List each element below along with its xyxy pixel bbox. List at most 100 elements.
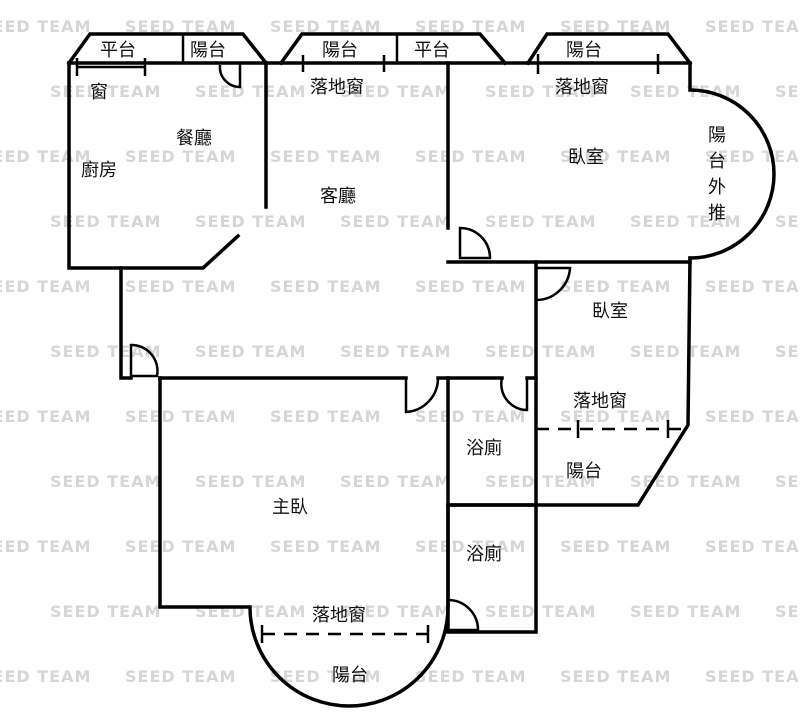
watermark-text: SEED TEAM bbox=[485, 472, 596, 491]
label-balcony-top-right: 陽台 bbox=[566, 40, 602, 61]
label-balcony-master: 陽台 bbox=[332, 665, 368, 686]
watermark-text: SEED TEAM bbox=[340, 212, 451, 231]
label-bay-balcony: 陽台外推 bbox=[708, 125, 726, 224]
label-kitchen: 廚房 bbox=[81, 159, 117, 181]
label-bathroom1: 浴廁 bbox=[466, 437, 502, 459]
bedroom2-walls bbox=[446, 256, 692, 507]
label-master-bedroom: 主臥 bbox=[272, 497, 308, 518]
watermark-text: SEED TEAM bbox=[0, 407, 91, 426]
label-bathroom2: 浴廁 bbox=[466, 543, 502, 565]
living-bedroom1-wall bbox=[446, 61, 692, 264]
bathroom-walls bbox=[446, 503, 538, 634]
door-bedroom2 bbox=[535, 266, 572, 302]
label-french-window-master: 落地窗 bbox=[312, 605, 366, 626]
label-balcony-top-left: 陽台 bbox=[190, 40, 226, 61]
label-bedroom2: 臥室 bbox=[592, 301, 628, 322]
watermark-layer: SEED TEAM SEED TEAM SEED TEAM SEED TEAM SEED… bbox=[0, 17, 800, 686]
watermark-text: SEED TEAM bbox=[705, 407, 800, 426]
watermark-text: SEED TEAM bbox=[630, 602, 741, 621]
watermark-text: SEED TEAM bbox=[630, 342, 741, 361]
watermark-text: SEED TEAM bbox=[340, 342, 451, 361]
watermark-text: SEED TEAM bbox=[775, 472, 800, 491]
bay-balcony-arc bbox=[688, 61, 776, 260]
label-living: 客廳 bbox=[320, 186, 356, 207]
watermark-text: SEED TEAM bbox=[125, 17, 236, 36]
watermark-text: SEED TEAM bbox=[195, 342, 306, 361]
label-french-window-bed2: 落地窗 bbox=[573, 391, 627, 412]
watermark-text: SEED TEAM bbox=[0, 17, 91, 36]
watermark-text: SEED TEAM bbox=[630, 82, 741, 101]
door-corridor bbox=[129, 343, 159, 378]
watermark-text: SEED TEAM bbox=[50, 212, 161, 231]
watermark-text: SEED TEAM bbox=[485, 82, 596, 101]
watermark-text: SEED TEAM bbox=[195, 472, 306, 491]
watermark-text: SEED TEAM bbox=[270, 537, 381, 556]
watermark-text: SEED TEAM bbox=[125, 667, 236, 686]
label-platform-top-mid: 平台 bbox=[414, 40, 450, 61]
watermark-text: SEED TEAM bbox=[415, 277, 526, 296]
windows bbox=[75, 54, 688, 643]
label-window-kitchen: 窗 bbox=[90, 82, 108, 103]
watermark-text: SEED TEAM bbox=[125, 147, 236, 166]
watermark-text: SEED TEAM bbox=[0, 537, 91, 556]
label-dining: 餐廳 bbox=[176, 128, 212, 149]
watermark-text: SEED TEAM bbox=[485, 602, 596, 621]
watermark-text: SEED TEAM bbox=[705, 17, 800, 36]
watermark-text: SEED TEAM bbox=[195, 212, 306, 231]
watermark-text: SEED TEAM bbox=[560, 407, 671, 426]
watermark-text: SEED TEAM bbox=[125, 537, 236, 556]
corridor-left-wall bbox=[119, 266, 133, 380]
label-balcony-top-mid: 陽台 bbox=[322, 40, 358, 61]
label-bay-balcony-text: 陽台外推 bbox=[708, 125, 726, 224]
doors bbox=[129, 63, 572, 632]
watermark-text: SEED TEAM bbox=[340, 472, 451, 491]
door-bath2 bbox=[446, 598, 480, 632]
watermark-text: SEED TEAM bbox=[270, 667, 381, 686]
watermark-text: SEED TEAM bbox=[705, 667, 800, 686]
watermark-text: SEED TEAM bbox=[775, 342, 800, 361]
watermark-text: SEED TEAM bbox=[415, 147, 526, 166]
watermark-text: SEED TEAM bbox=[50, 602, 161, 621]
watermark-text: SEED TEAM bbox=[50, 342, 161, 361]
watermark-text: SEED TEAM bbox=[415, 407, 526, 426]
watermark-text: SEED TEAM bbox=[415, 17, 526, 36]
watermark-text: SEED TEAM bbox=[340, 602, 451, 621]
watermark-text: SEED TEAM bbox=[50, 472, 161, 491]
room-labels: 平台 陽台 窗 餐廳 廚房 陽台 平台 落地窗 客廳 陽台 落地窗 臥室 陽台外… bbox=[81, 40, 726, 686]
label-french-window-living: 落地窗 bbox=[310, 77, 364, 98]
kitchen-dining-walls bbox=[67, 61, 268, 270]
watermark-text: SEED TEAM bbox=[560, 537, 671, 556]
door-bedroom1 bbox=[458, 226, 492, 260]
watermark-text: SEED TEAM bbox=[270, 407, 381, 426]
watermark-text: SEED TEAM bbox=[340, 82, 451, 101]
watermark-text: SEED TEAM bbox=[415, 537, 526, 556]
watermark-text: SEED TEAM bbox=[705, 277, 800, 296]
watermark-text: SEED TEAM bbox=[125, 277, 236, 296]
watermark-text: SEED TEAM bbox=[560, 147, 671, 166]
label-bedroom1: 臥室 bbox=[568, 147, 604, 168]
label-platform-top-left: 平台 bbox=[100, 40, 136, 61]
watermark-text: SEED TEAM bbox=[560, 277, 671, 296]
balcony-top-right-outline bbox=[525, 32, 693, 66]
balcony-top-left-outline bbox=[66, 32, 269, 66]
watermark-text: SEED TEAM bbox=[50, 82, 161, 101]
watermark-text: SEED TEAM bbox=[560, 17, 671, 36]
watermark-text: SEED TEAM bbox=[0, 147, 91, 166]
watermark-text: SEED TEAM bbox=[270, 17, 381, 36]
watermark-text: SEED TEAM bbox=[270, 277, 381, 296]
watermark-text: SEED TEAM bbox=[125, 407, 236, 426]
watermark-text: SEED TEAM bbox=[485, 212, 596, 231]
door-dining bbox=[218, 63, 242, 89]
watermark-text: SEED TEAM bbox=[775, 602, 800, 621]
watermark-text: SEED TEAM bbox=[0, 667, 91, 686]
watermark-text: SEED TEAM bbox=[705, 537, 800, 556]
watermark-text: SEED TEAM bbox=[775, 212, 800, 231]
watermark-text: SEED TEAM bbox=[0, 277, 91, 296]
watermark-text: SEED TEAM bbox=[775, 82, 800, 101]
watermark-text: SEED TEAM bbox=[485, 342, 596, 361]
master-bedroom-walls bbox=[158, 376, 450, 708]
watermark-text: SEED TEAM bbox=[415, 667, 526, 686]
balcony-top-mid-outline bbox=[278, 32, 508, 66]
watermark-text: SEED TEAM bbox=[270, 147, 381, 166]
